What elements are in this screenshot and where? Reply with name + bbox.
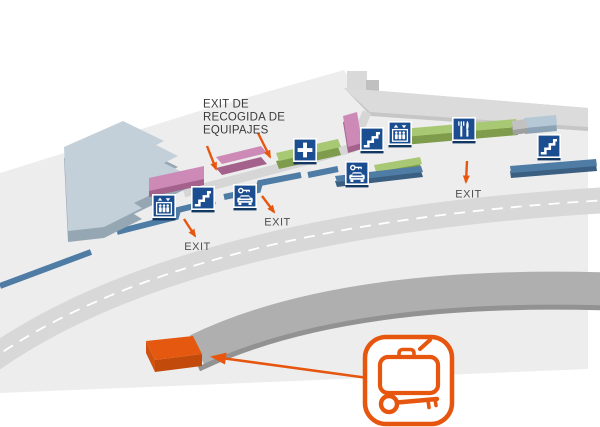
departures-building (64, 121, 190, 242)
pink-block-left (149, 166, 204, 197)
elevator-icon-center (389, 122, 412, 148)
elevator-icon-left (153, 195, 176, 221)
key-icon (378, 393, 440, 415)
baggage-exit-line3: EQUIPAJES (203, 125, 269, 137)
blue-strip-right (510, 159, 597, 178)
exit-label-left: EXIT (184, 241, 210, 253)
access-road (0, 187, 600, 370)
gray-small-block (512, 119, 527, 135)
exit-arrow-left (182, 218, 197, 238)
exit-arrow-right (462, 160, 470, 184)
elevated-roadway (189, 271, 600, 372)
baggage-arrow-right (256, 132, 272, 159)
car-rental-icon-center (346, 162, 369, 188)
road-center-line (0, 199, 600, 355)
stairs-icon-left (192, 187, 215, 213)
exit-arrows (182, 132, 470, 238)
baggage-claim-exit-label: EXIT DE RECOGIDA DE EQUIPAJES (203, 99, 285, 137)
logo-pointer-arrow (210, 352, 369, 380)
suitcase-key-logo (362, 334, 455, 427)
exit-label-center: EXIT (264, 217, 290, 229)
pink-block-center (216, 146, 267, 175)
exit-label-right: EXIT (455, 189, 481, 201)
pink-block-right (343, 112, 362, 153)
car-rental-icon-left (234, 185, 257, 211)
suitcase-icon (377, 338, 441, 396)
stairs-icon-center (361, 128, 384, 154)
baggage-exit-line1: EXIT DE (203, 99, 249, 111)
baggage-exit-line2: RECOGIDA DE (203, 112, 285, 124)
light-blue-block (524, 115, 557, 134)
exit-arrow-center (261, 195, 276, 214)
baggage-arrow-left (205, 145, 218, 171)
stairs-icon-right (538, 135, 561, 161)
first-aid-icon (294, 139, 317, 165)
highlighted-location-block (146, 336, 202, 372)
restaurant-icon (453, 118, 476, 144)
